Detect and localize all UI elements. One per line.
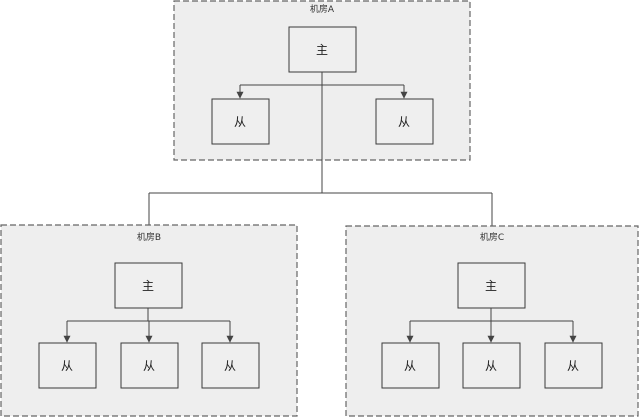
room-c-replica-label-3: 从	[567, 359, 579, 373]
room-b-primary-box	[114, 262, 183, 309]
room-b-replica-box-3	[201, 342, 260, 389]
room-b-label: 机房B	[137, 231, 161, 243]
room-b-primary-node: 主	[114, 262, 183, 309]
room-c-replica-box-2	[462, 342, 521, 389]
room-c-primary-box	[457, 262, 526, 309]
room-c-replica-node-1: 从	[381, 342, 440, 389]
room-a-primary-label: 主	[316, 43, 328, 57]
room-c-replica-node-2: 从	[462, 342, 521, 389]
room-b-replica-node-1: 从	[38, 342, 97, 389]
room-c-primary-label: 主	[485, 279, 497, 293]
room-c-replica-label-1: 从	[404, 359, 416, 373]
room-b-replica-label-1: 从	[61, 359, 73, 373]
room-a-primary-node: 主	[288, 26, 357, 73]
room-a-primary-box	[288, 26, 357, 73]
room-c-replica-box-3	[544, 342, 603, 389]
room-c-replica-node-3: 从	[544, 342, 603, 389]
room-b-replica-label-3: 从	[224, 359, 236, 373]
room-a-replica-node-2: 从	[375, 98, 434, 145]
room-c-primary-node: 主	[457, 262, 526, 309]
room-a-replica-label-1: 从	[234, 115, 246, 129]
room-a-replica-box-2	[375, 98, 434, 145]
room-c-replica-label-2: 从	[485, 359, 497, 373]
room-b-replica-box-2	[120, 342, 179, 389]
room-b-replica-node-2: 从	[120, 342, 179, 389]
room-c-replica-box-1	[381, 342, 440, 389]
room-b-replica-box-1	[38, 342, 97, 389]
room-a-replica-box-1	[211, 98, 270, 145]
room-a-replica-node-1: 从	[211, 98, 270, 145]
room-b-replica-node-3: 从	[201, 342, 260, 389]
room-b-replica-label-2: 从	[143, 359, 155, 373]
room-a-label: 机房A	[310, 3, 335, 15]
room-a-replica-label-2: 从	[398, 115, 410, 129]
room-b: 机房B 主 从 从 从	[0, 224, 298, 417]
room-c: 机房C 主 从 从 从	[345, 225, 639, 417]
room-c-label: 机房C	[480, 231, 504, 243]
room-b-primary-label: 主	[142, 279, 154, 293]
